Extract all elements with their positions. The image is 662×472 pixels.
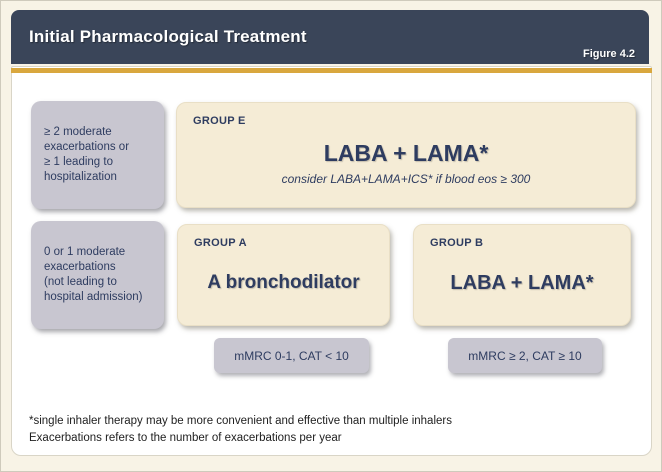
- criteria-text: 0 or 1 moderate exacerbations (not leadi…: [44, 245, 143, 304]
- group-a-treatment: A bronchodilator: [207, 272, 360, 293]
- group-e-content: LABA + LAMA* consider LABA+LAMA+ICS* if …: [177, 103, 635, 207]
- footnotes: *single inhaler therapy may be more conv…: [29, 413, 629, 447]
- group-b-content: LABA + LAMA*: [414, 225, 630, 325]
- group-b-card: GROUP B LABA + LAMA*: [413, 224, 631, 326]
- criteria-text: ≥ 2 moderate exacerbations or ≥ 1 leadin…: [44, 125, 130, 184]
- group-a-card: GROUP A A bronchodilator: [177, 224, 390, 326]
- group-e-treatment: LABA + LAMA*: [323, 140, 489, 166]
- group-e-label: GROUP E: [193, 115, 246, 127]
- group-a-content: A bronchodilator: [178, 225, 389, 325]
- criteria-box-frequent-exacerbations: ≥ 2 moderate exacerbations or ≥ 1 leadin…: [31, 101, 164, 209]
- group-b-treatment: LABA + LAMA*: [450, 271, 594, 294]
- group-b-label: GROUP B: [430, 237, 484, 249]
- footnote-exacerbations: Exacerbations refers to the number of ex…: [29, 432, 342, 444]
- group-e-card: GROUP E LABA + LAMA* consider LABA+LAMA+…: [176, 102, 636, 208]
- header-bar: Initial Pharmacological Treatment Figure…: [11, 10, 649, 64]
- badge-mmrc-cat-low: mMRC 0-1, CAT < 10: [214, 338, 369, 373]
- gold-divider: [11, 68, 652, 73]
- figure-label: Figure 4.2: [583, 48, 635, 60]
- criteria-box-infrequent-exacerbations: 0 or 1 moderate exacerbations (not leadi…: [31, 221, 164, 329]
- footnote-single-inhaler: *single inhaler therapy may be more conv…: [29, 415, 452, 427]
- group-e-note: consider LABA+LAMA+ICS* if blood eos ≥ 3…: [281, 172, 531, 186]
- badge-mmrc-cat-high: mMRC ≥ 2, CAT ≥ 10: [448, 338, 602, 373]
- group-a-label: GROUP A: [194, 237, 247, 249]
- page-title: Initial Pharmacological Treatment: [29, 27, 307, 46]
